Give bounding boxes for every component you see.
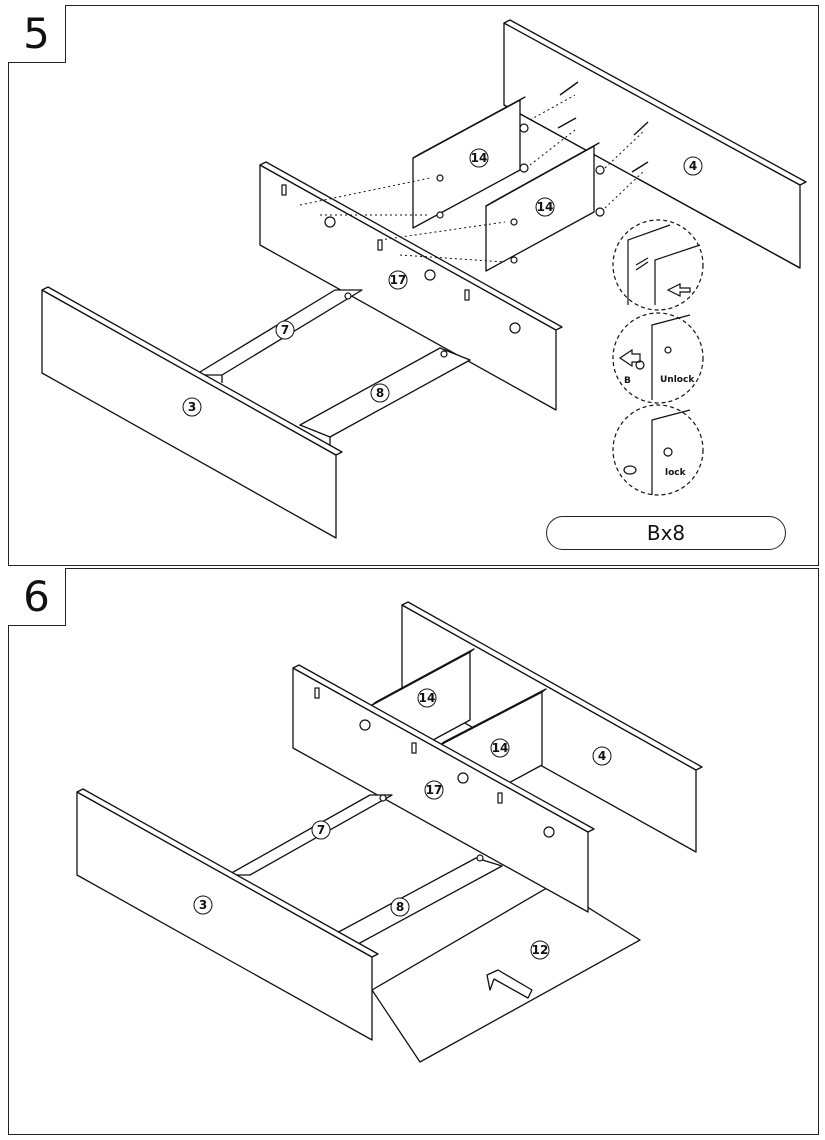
part-label-7: 7	[281, 323, 289, 337]
step-6-number: 6	[8, 568, 66, 626]
step-5-panel	[8, 5, 819, 566]
detail-unlock	[612, 312, 704, 404]
part-label-8: 8	[376, 386, 384, 400]
part-label-17: 17	[390, 273, 407, 287]
detail-insert	[612, 219, 704, 311]
fitting-letter-b: B	[624, 376, 631, 386]
step-6-panel	[8, 568, 819, 1135]
part-label-14: 14	[471, 151, 488, 165]
unlock-label: Unlock	[660, 375, 695, 385]
part-label-4: 4	[689, 159, 697, 173]
part-label-3: 3	[188, 400, 196, 414]
part-label-14: 14	[537, 200, 554, 214]
step-5-illustration: 4 14 14 17 7 8 3 B Unlock lock	[41, 19, 807, 539]
fitting-quantity: Bx8	[546, 516, 786, 550]
lock-label: lock	[665, 468, 687, 478]
step-5-number: 5	[8, 5, 66, 63]
